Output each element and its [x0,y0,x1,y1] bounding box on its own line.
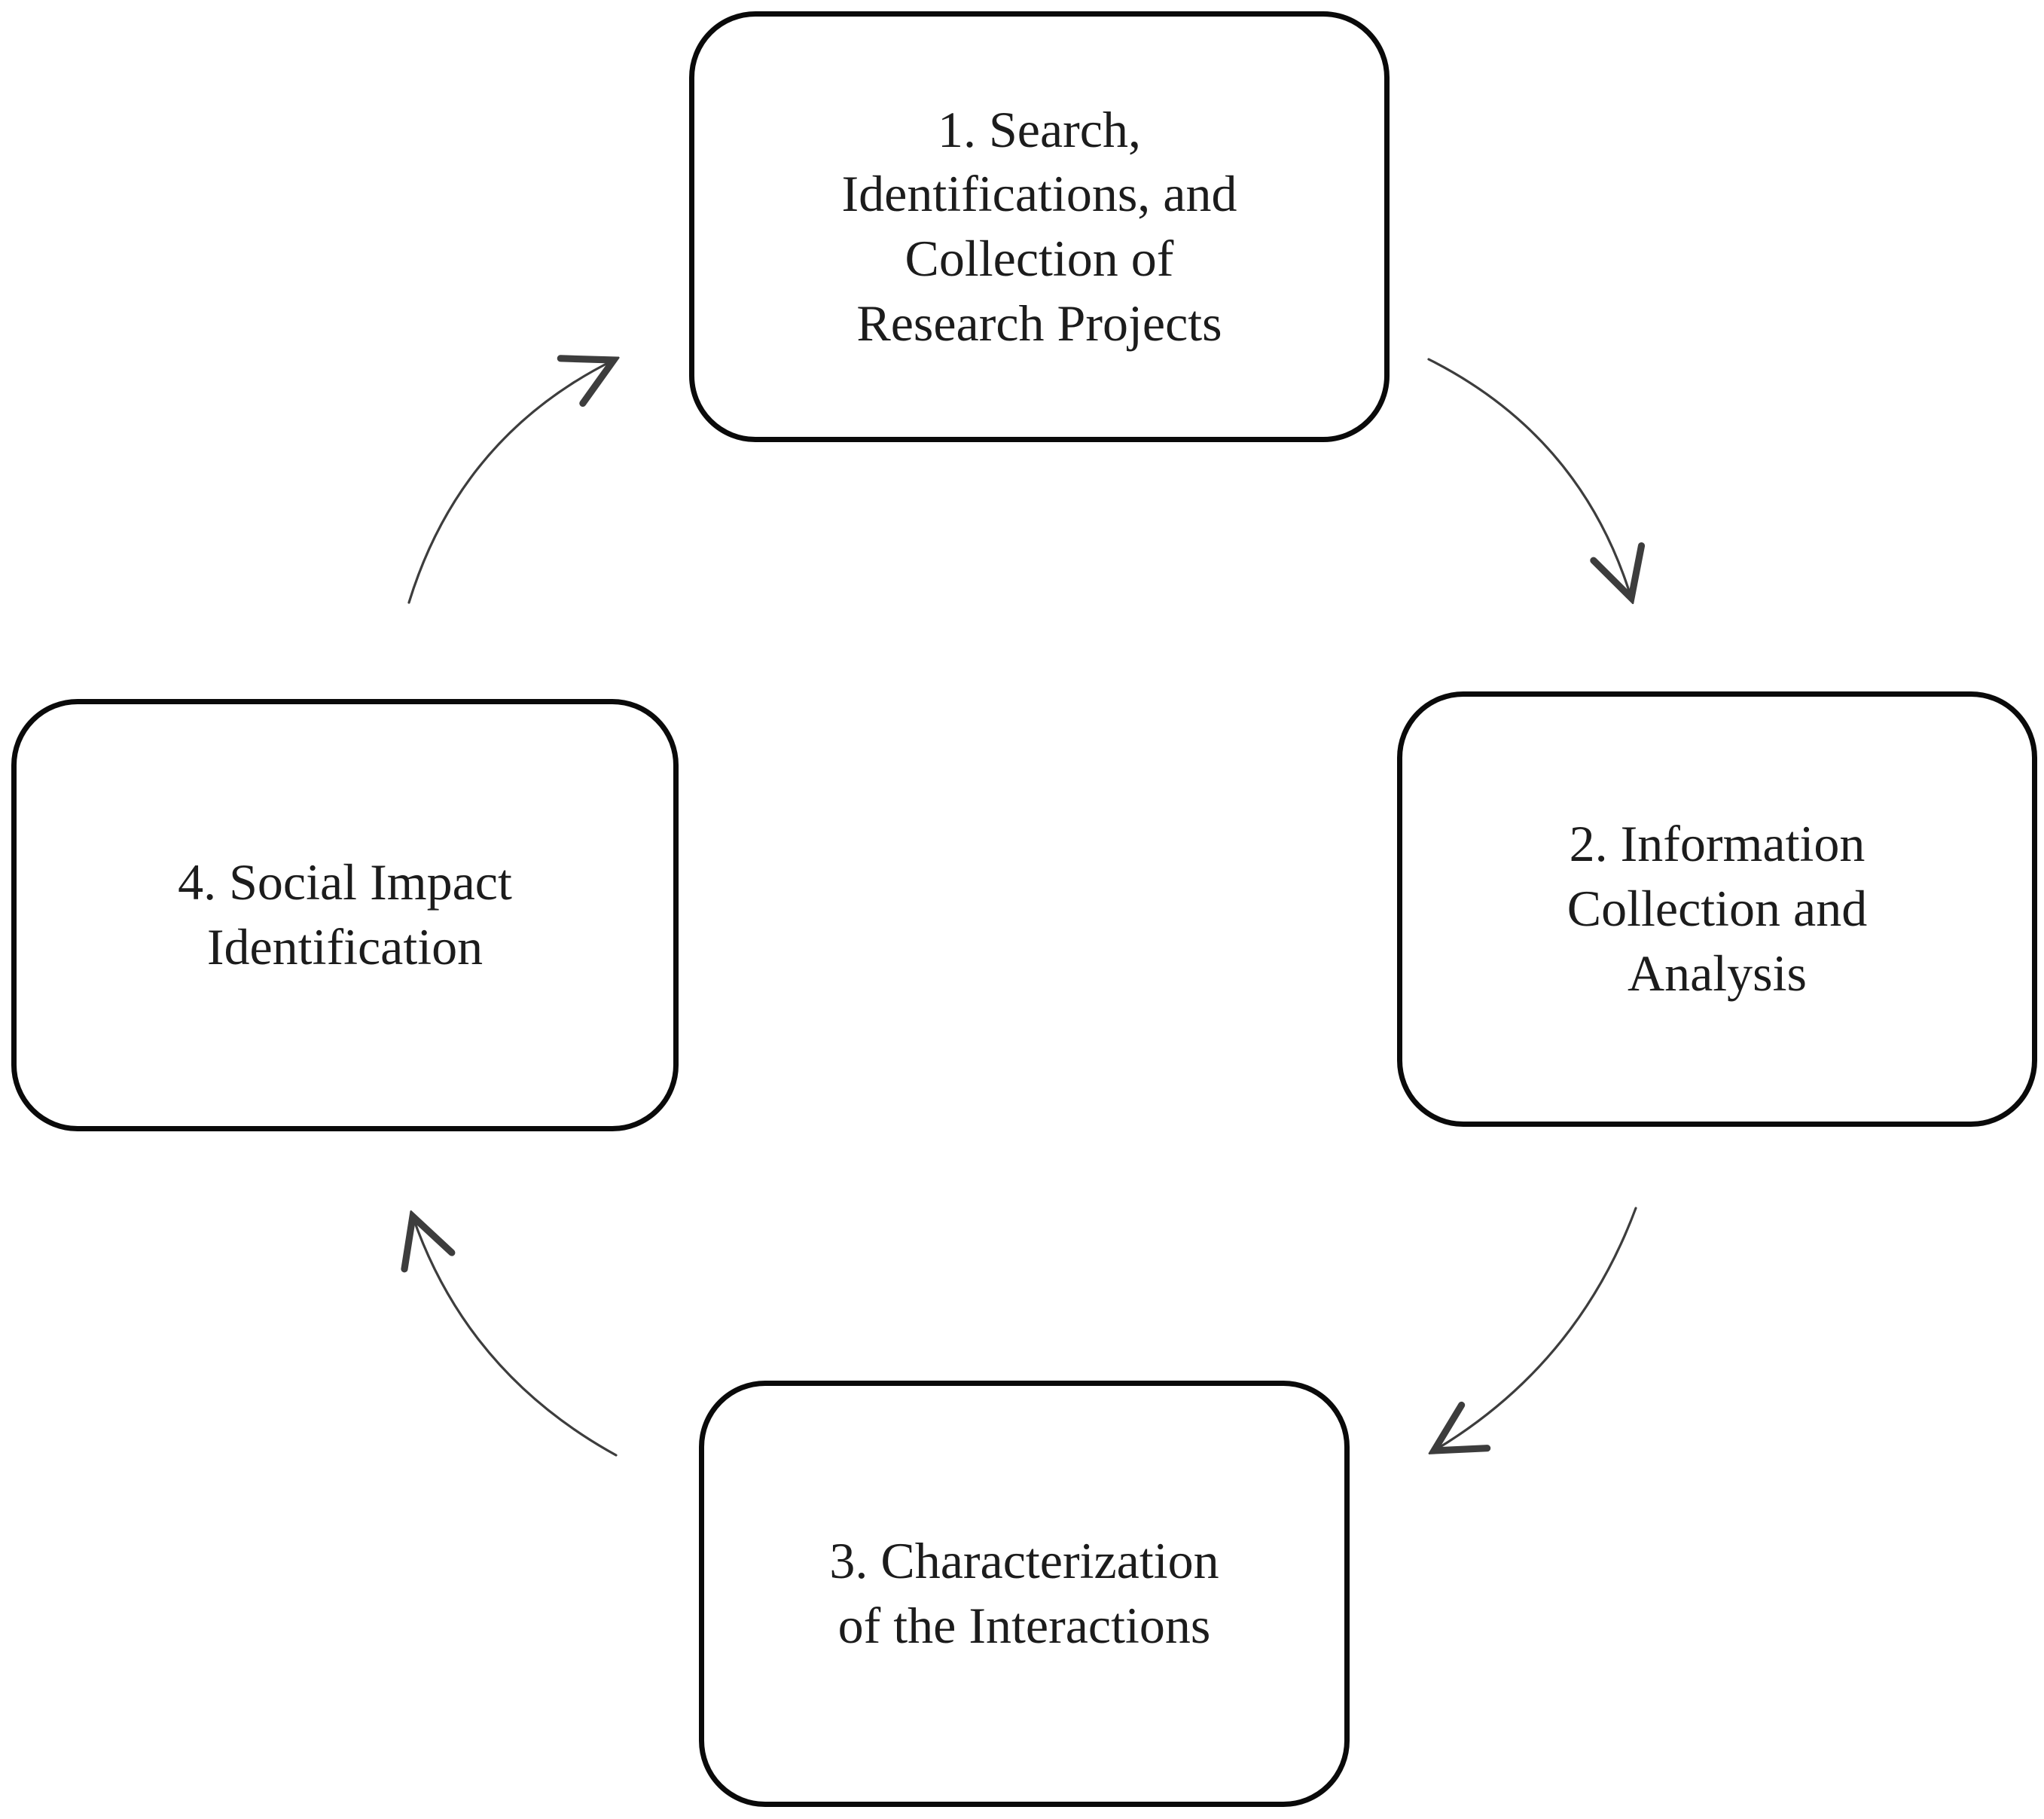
edge-step4-to-step1-arrow [407,360,614,604]
node-step3-label: 3. Characterization of the Interactions [829,1532,1219,1654]
node-step4-social-impact-identification: 4. Social Impact Identification [11,699,679,1131]
node-step4-label: 4. Social Impact Identification [178,853,512,975]
edge-step1-to-step2-arrow [1427,358,1631,598]
edge-step3-to-step4-arrow [413,1216,618,1457]
node-step1-search-identification-collection: 1. Search, Identifications, and Collecti… [689,11,1390,442]
node-step2-information-collection-analysis: 2. Information Collection and Analysis [1397,691,2037,1127]
node-step1-label: 1. Search, Identifications, and Collecti… [841,100,1237,352]
node-step3-characterization-interactions: 3. Characterization of the Interactions [699,1381,1350,1807]
node-step2-label: 2. Information Collection and Analysis [1567,815,1868,1002]
edge-step2-to-step3-arrow [1434,1207,1637,1451]
